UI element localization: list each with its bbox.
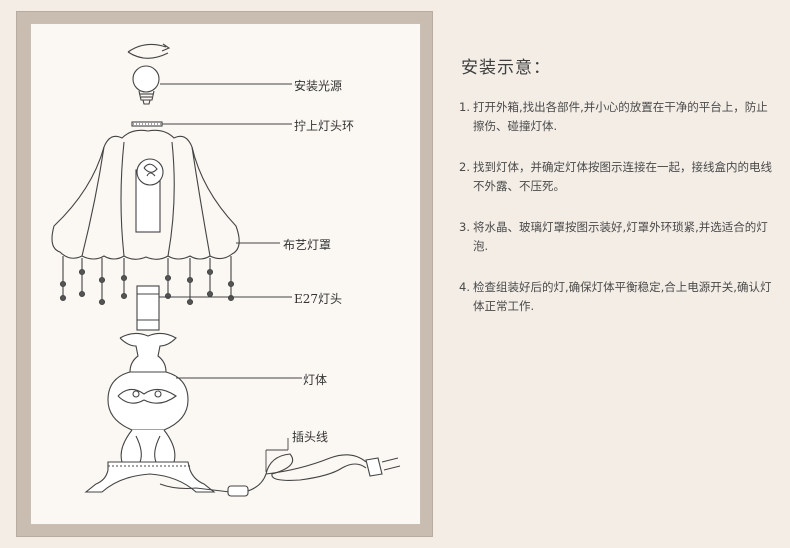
instruction-step: 2. 找到灯体，并确定灯体按图示连接在一起，接线盒内的电线不外露、不压死。 xyxy=(459,158,779,195)
step-text: 将水晶、玻璃灯罩按图示装好,灯罩外环琐紧,并选适合的灯泡. xyxy=(473,220,768,253)
instruction-step: 4. 检查组装好后的灯,确保灯体平衡稳定,合上电源开关,确认灯体正常工作. xyxy=(459,278,779,315)
instruction-step: 1. 打开外箱,找出各部件,并小心的放置在干净的平台上，防止擦伤、碰撞灯体. xyxy=(459,98,779,135)
lampshade-icon xyxy=(51,129,240,260)
instruction-step: 3. 将水晶、玻璃灯罩按图示装好,灯罩外环琐紧,并选适合的灯泡. xyxy=(459,218,779,255)
e27-socket-icon xyxy=(136,285,160,331)
step-number: 4. xyxy=(459,280,470,294)
label-bulb: 安装光源 xyxy=(294,79,343,93)
lamp-assembly-diagram xyxy=(51,43,401,497)
step-number: 1. xyxy=(459,100,470,114)
step-number: 3. xyxy=(459,220,470,234)
step-number: 2. xyxy=(459,160,470,174)
instructions-title: 安装示意： xyxy=(461,58,551,78)
plug-icon xyxy=(365,457,401,477)
label-shade: 布艺灯罩 xyxy=(283,238,332,252)
switch-icon xyxy=(227,485,249,497)
crystal-beads xyxy=(59,256,235,306)
label-ring: 拧上灯头环 xyxy=(294,119,355,133)
label-socket: E27灯头 xyxy=(294,292,343,306)
step-text: 找到灯体，并确定灯体按图示连接在一起，接线盒内的电线不外露、不压死。 xyxy=(473,160,772,193)
installation-instructions: 安装示意： 1. 打开外箱,找出各部件,并小心的放置在干净的平台上，防止擦伤、碰… xyxy=(459,53,779,338)
label-plug: 插头线 xyxy=(292,430,329,444)
diagram-panel xyxy=(30,23,421,525)
power-cord xyxy=(159,453,401,497)
rotate-arrow-icon xyxy=(127,43,171,59)
leader-lines xyxy=(159,83,302,472)
step-text: 检查组装好后的灯,确保灯体平衡稳定,合上电源开关,确认灯体正常工作. xyxy=(473,280,772,313)
step-text: 打开外箱,找出各部件,并小心的放置在干净的平台上，防止擦伤、碰撞灯体. xyxy=(473,100,768,133)
lamp-body-icon xyxy=(84,332,216,493)
bulb-icon xyxy=(132,65,160,105)
label-body: 灯体 xyxy=(303,373,328,387)
